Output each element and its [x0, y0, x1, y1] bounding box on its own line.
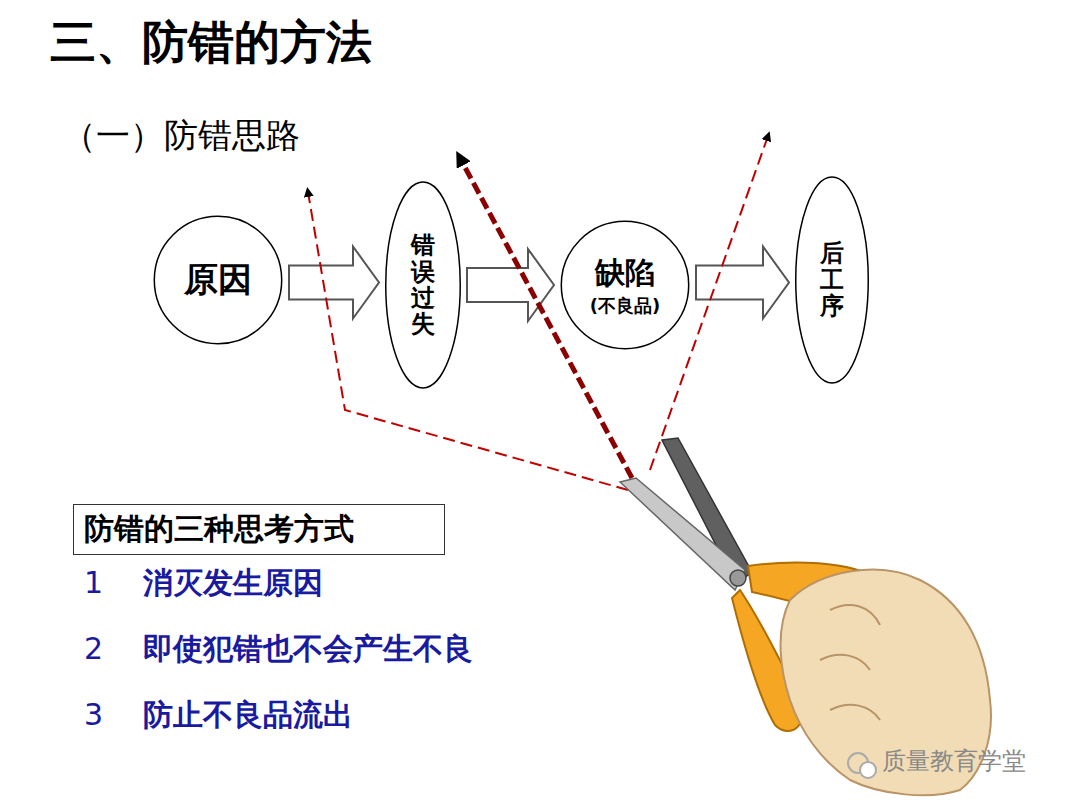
node-text: 后工序 — [820, 240, 844, 319]
node-text: 缺陷 — [595, 253, 655, 294]
next-process-ellipse: 后工序 — [795, 175, 869, 385]
node-text: 原因 — [184, 257, 252, 303]
heading-box: 防错的三种思考方式 — [73, 504, 445, 555]
error-ellipse: 错误过失 — [385, 180, 461, 390]
ellipse-shape — [561, 221, 688, 348]
block-arrow — [696, 247, 789, 319]
watermark: 质量教育学堂 — [882, 748, 1026, 776]
watermark-icon — [848, 753, 876, 778]
item-text: 消灭发生原因 — [143, 566, 323, 601]
defect-circle: 缺陷(不良品) — [560, 220, 690, 350]
node-text: 错误过失 — [411, 232, 435, 338]
ellipse-shape — [154, 216, 281, 343]
item-text: 防止不良品流出 — [143, 698, 353, 733]
slide-title: 三、防错的方法 — [50, 16, 372, 69]
node-text: 防错的三种思考方式 — [84, 509, 354, 550]
ellipse-shape — [386, 182, 460, 388]
block-arrow — [289, 247, 379, 319]
cause-circle: 原因 — [153, 215, 283, 345]
item-number: 2 — [84, 632, 103, 667]
section-heading: （一）防错思路 — [62, 116, 300, 155]
item-text: 即使犯错也不会产生不良 — [143, 632, 473, 667]
cut-arrows — [308, 136, 768, 490]
item-number: 1 — [84, 566, 103, 601]
ellipse-shape — [796, 177, 869, 383]
node-text: (不良品) — [590, 294, 660, 318]
item-number: 3 — [84, 698, 103, 733]
